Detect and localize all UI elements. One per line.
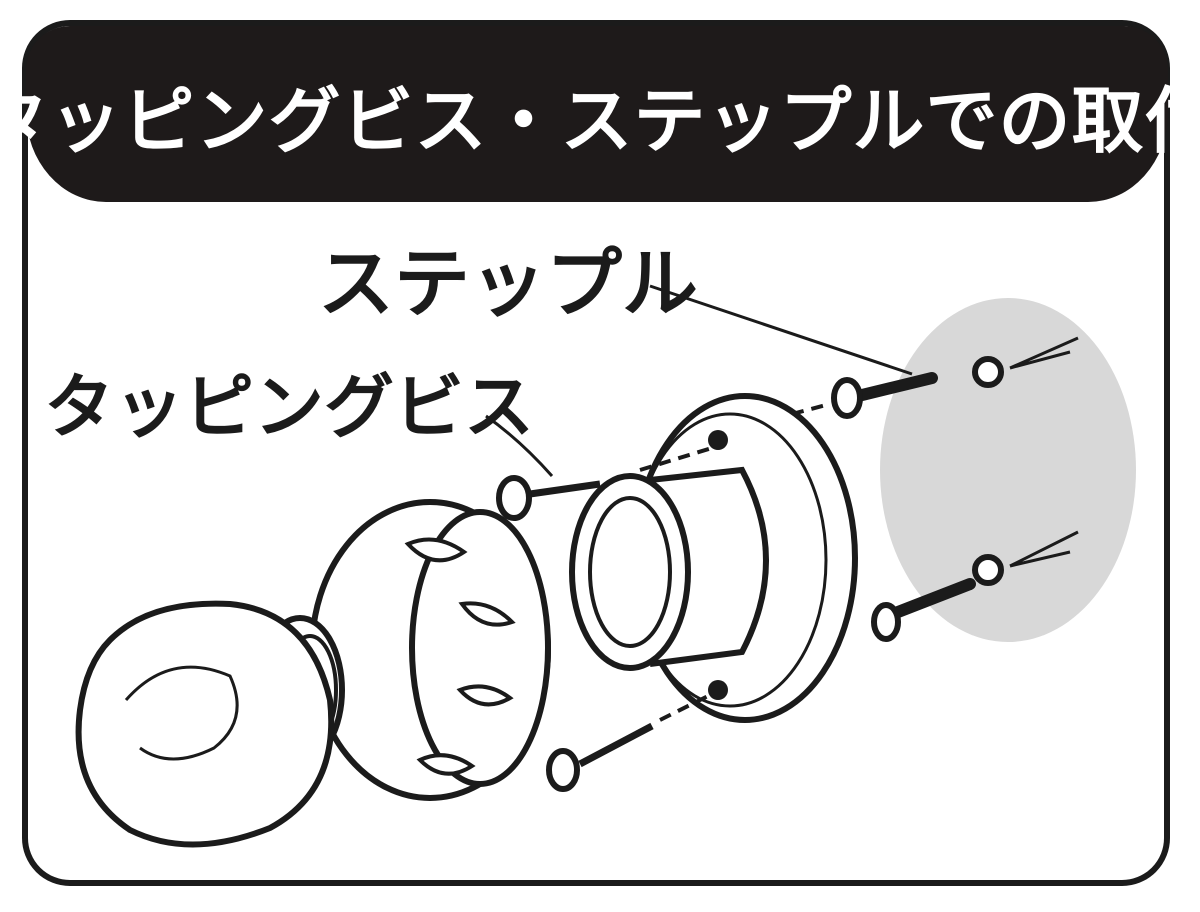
title-banner: タッピングビス・ステップルでの取付 — [0, 26, 1200, 202]
spindle-sleeve — [569, 466, 769, 671]
knob-collar — [309, 499, 551, 801]
wall-hole-upper — [972, 336, 1079, 388]
tapping-screw-upper — [496, 446, 713, 521]
wall-surface — [880, 298, 1136, 642]
staple-upper — [791, 372, 938, 419]
diagram-title: タッピングビス・ステップルでの取付 — [0, 78, 1200, 163]
staple-leader-line — [649, 284, 913, 376]
tapping-screw-leader-line — [485, 414, 554, 477]
staple-callout: ステップル — [318, 239, 698, 328]
tapping-screw-lower — [546, 692, 713, 792]
wall-hole-lower — [972, 530, 1079, 586]
staple-lower — [871, 578, 976, 642]
tapping-screw-callout: タッピングビス — [44, 366, 534, 448]
door-knob — [75, 600, 335, 848]
